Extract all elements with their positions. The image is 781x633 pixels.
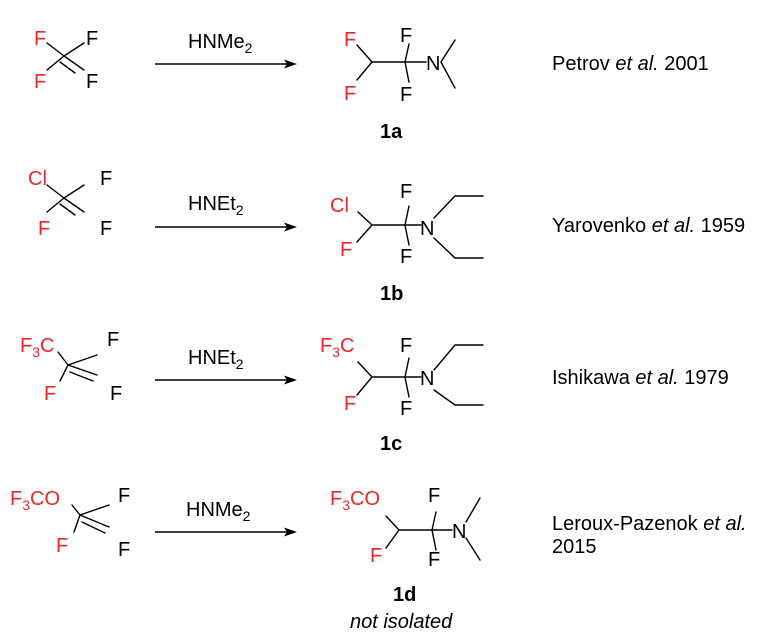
reaction-arrow-1: HNMe2 (155, 31, 297, 69)
product-fluorine-bottom: F (428, 549, 440, 571)
citation-4: Leroux-Pazenok et al. (552, 513, 747, 535)
reactant-atom-tr: F (100, 168, 112, 190)
reactant-atom-bl: F (34, 71, 46, 93)
reactant-atom-bl: F (44, 383, 56, 405)
compound-note-1d: not isolated (350, 611, 453, 633)
product-1c: F3C F F F N (320, 335, 484, 420)
compound-label-1d: 1d (393, 584, 416, 606)
product-substituent-2: F (370, 545, 382, 567)
reactant-1b: Cl F F F (28, 168, 112, 240)
reactant-bonds (46, 42, 85, 74)
product-fluorine-top: F (400, 181, 412, 203)
reaction-arrow-3: HNEt2 (155, 347, 297, 385)
reactant-atom-tr: F (86, 28, 98, 50)
product-bonds (385, 497, 481, 561)
compound-label-1a: 1a (380, 121, 403, 143)
reaction-row-3: F3C F F F HNEt2 F3C F F F N 1c Ishikawa … (20, 329, 729, 455)
reagent-4: HNMe2 (186, 499, 251, 524)
reactant-atom-tr: F (107, 329, 119, 351)
product-nitrogen: N (452, 521, 466, 543)
reactant-1a: F F F F (34, 28, 98, 93)
reaction-arrow-4: HNMe2 (155, 499, 297, 537)
product-1d: F3CO F F F N (330, 485, 481, 571)
product-substituent-1: F3CO (330, 488, 380, 513)
reactant-bonds (46, 184, 85, 216)
reactant-bonds (71, 504, 110, 534)
citation-4-year: 2015 (552, 536, 597, 558)
reaction-row-1: F F F F HNMe2 F F F F N 1a Petrov et al.… (34, 25, 709, 143)
reaction-row-4: F3CO F F F HNMe2 F3CO F F F N 1d not iso… (10, 485, 747, 633)
reactant-atom-tr: F (118, 485, 130, 507)
reactant-atom-tl: F3CO (10, 488, 60, 513)
product-fluorine-top: F (400, 335, 412, 357)
product-nitrogen: N (426, 53, 440, 75)
reactant-atom-br: F (100, 218, 112, 240)
product-fluorine-bottom: F (400, 246, 412, 268)
reaction-arrow-2: HNEt2 (155, 193, 297, 232)
reactant-1c: F3C F F F (20, 329, 122, 405)
reactant-atom-tl: Cl (28, 168, 47, 190)
product-substituent-1: F3C (320, 335, 354, 360)
reactant-atom-tl: F3C (20, 335, 54, 360)
reactant-atom-br: F (110, 383, 122, 405)
reagent-2: HNEt2 (188, 193, 244, 218)
product-substituent-2: F (344, 393, 356, 415)
product-nitrogen: N (420, 368, 434, 390)
product-1b: Cl F F F N (330, 181, 484, 268)
product-fluorine-top: F (428, 485, 440, 507)
reactant-1d: F3CO F F F (10, 485, 130, 561)
reagent-1: HNMe2 (188, 31, 253, 56)
citation-3: Ishikawa et al. 1979 (552, 367, 729, 389)
reagent-3: HNEt2 (188, 347, 244, 372)
reactant-atom-br: F (86, 71, 98, 93)
product-1a: F F F F N (344, 25, 456, 106)
reaction-row-2: Cl F F F HNEt2 Cl F F F N 1b Yarovenko e… (28, 168, 745, 305)
product-bonds (356, 344, 484, 406)
reactant-atom-bl: F (56, 535, 68, 557)
compound-label-1c: 1c (380, 433, 402, 455)
product-fluorine-top: F (400, 25, 412, 47)
product-bonds (356, 39, 456, 89)
reactant-atom-br: F (118, 539, 130, 561)
product-substituent-1: Cl (330, 195, 349, 217)
product-nitrogen: N (420, 218, 434, 240)
product-bonds (356, 195, 484, 259)
product-fluorine-bottom: F (400, 84, 412, 106)
product-substituent-1: F (344, 29, 356, 51)
reactant-atom-bl: F (38, 218, 50, 240)
citation-1: Petrov et al. 2001 (552, 53, 709, 75)
reactant-atom-tl: F (34, 28, 46, 50)
reactant-bonds (57, 351, 98, 382)
compound-label-1b: 1b (380, 283, 403, 305)
citation-2: Yarovenko et al. 1959 (552, 215, 745, 237)
product-substituent-2: F (340, 239, 352, 261)
product-fluorine-bottom: F (400, 398, 412, 420)
product-substituent-2: F (344, 83, 356, 105)
